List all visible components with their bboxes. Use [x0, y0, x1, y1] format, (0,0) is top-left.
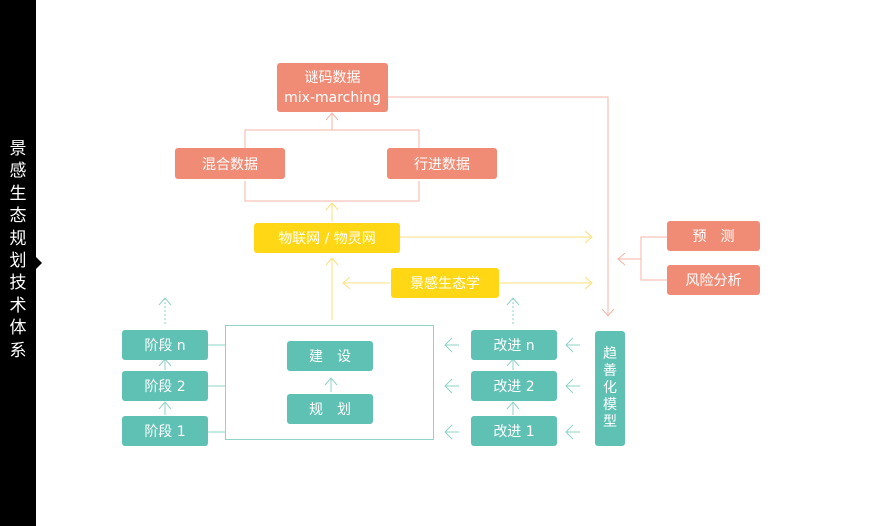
stage-2-label: 阶段 2: [144, 379, 186, 395]
improve-1-label: 改进 1: [493, 424, 535, 440]
optimization-model-node: 趋 善 化 模 型: [595, 331, 625, 446]
risk-analysis-node: 风险分析: [667, 265, 760, 295]
behavior-data-node: 行进数据: [387, 148, 497, 179]
stage-2-node: 阶段 2: [122, 371, 208, 401]
plan-label: 规 划: [309, 402, 351, 418]
stage-1-label: 阶段 1: [144, 424, 186, 440]
improve-n-node: 改进 n: [471, 330, 557, 360]
iot-node: 物联网 / 物灵网: [254, 223, 400, 253]
sidebar-pointer-icon: [36, 257, 42, 269]
top-node-line1: 谜码数据: [304, 69, 361, 86]
top-node-line2: mix-marching: [284, 89, 381, 106]
iot-label: 物联网 / 物灵网: [278, 231, 376, 247]
stage-1-node: 阶段 1: [122, 416, 208, 446]
stage-frame: [225, 325, 434, 440]
hybrid-data-label: 混合数据: [202, 156, 258, 173]
improve-1-node: 改进 1: [471, 416, 557, 446]
predict-label: 预 测: [692, 229, 735, 245]
stage-n-node: 阶段 n: [122, 330, 208, 360]
sidebar-title: 景 感 生 态 规 划 技 术 体 系: [9, 139, 27, 361]
risk-analysis-label: 风险分析: [685, 273, 742, 289]
stage-n-label: 阶段 n: [144, 338, 186, 354]
improve-2-node: 改进 2: [471, 371, 557, 401]
ecology-label: 景感生态学: [410, 276, 480, 292]
improve-n-label: 改进 n: [493, 338, 535, 354]
ecology-node: 景感生态学: [391, 268, 499, 298]
predict-node: 预 测: [667, 221, 760, 251]
build-label: 建 设: [309, 349, 351, 365]
build-node: 建 设: [287, 341, 373, 371]
sidebar: 景 感 生 态 规 划 技 术 体 系: [0, 0, 36, 526]
data-source-top-node: 谜码数据 mix-marching: [277, 63, 388, 112]
hybrid-data-node: 混合数据: [175, 148, 285, 179]
improve-2-label: 改进 2: [493, 379, 535, 395]
plan-node: 规 划: [287, 394, 373, 424]
optimization-model-label: 趋 善 化 模 型: [603, 346, 617, 430]
behavior-data-label: 行进数据: [414, 156, 470, 173]
